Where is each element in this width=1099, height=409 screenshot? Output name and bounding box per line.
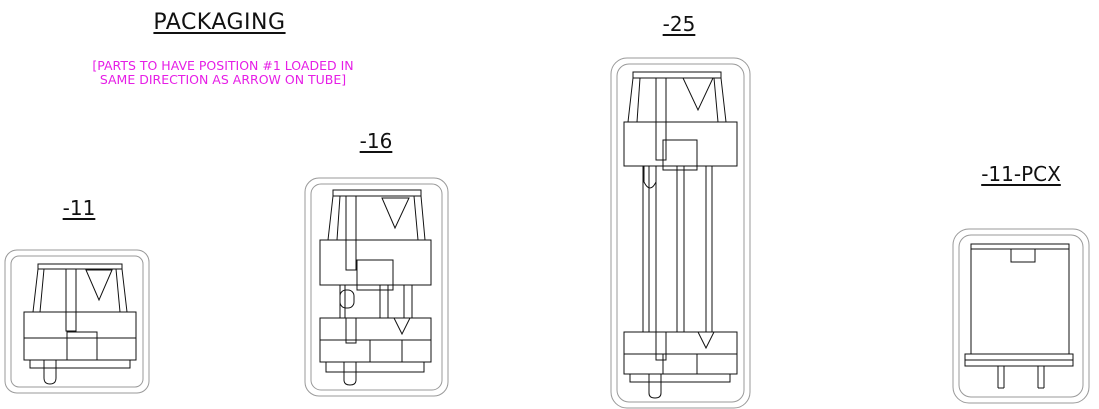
view-label-16: -16 xyxy=(359,129,393,153)
position-arrow-icon xyxy=(683,78,713,110)
connector-11 xyxy=(24,264,136,384)
position-arrow-icon xyxy=(86,270,112,300)
tube-outline-11 xyxy=(5,250,149,393)
tube-outline-11-pcx xyxy=(953,229,1089,403)
tube-outline-16 xyxy=(305,178,448,396)
connector-11-pcx xyxy=(965,244,1073,388)
tube-outline-25 xyxy=(611,58,750,408)
loading-direction-note: [PARTS TO HAVE POSITION #1 LOADED IN SAM… xyxy=(92,58,354,87)
view-label-11-pcx: -11-PCX xyxy=(981,162,1061,186)
view-label-25: -25 xyxy=(662,12,696,36)
connector-16 xyxy=(320,190,431,385)
view-label-11: -11 xyxy=(62,196,96,220)
position-arrow-icon xyxy=(382,198,409,228)
packaging-title: PACKAGING xyxy=(153,10,286,35)
connector-25 xyxy=(624,72,737,398)
